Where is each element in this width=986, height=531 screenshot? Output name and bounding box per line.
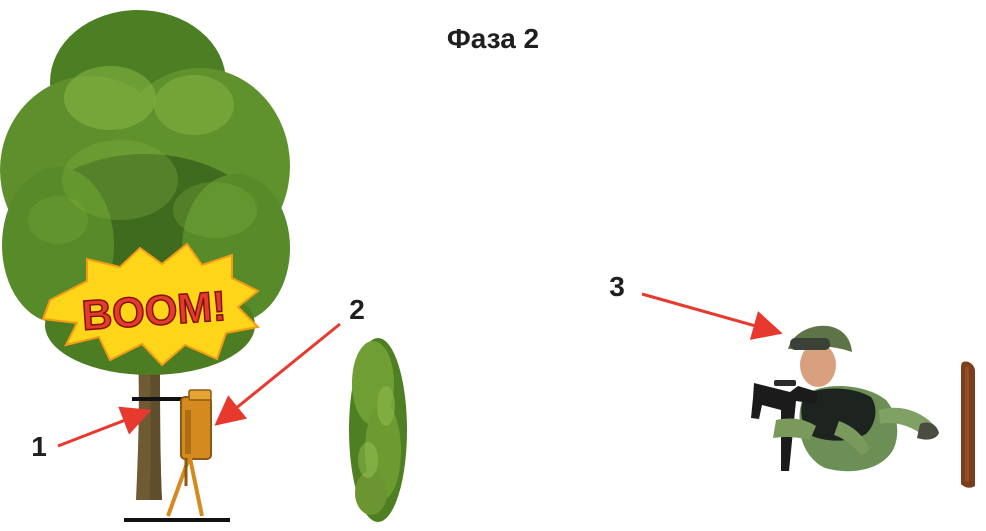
tripwire-anchor	[124, 397, 230, 522]
callout-number-2: 2	[349, 294, 365, 325]
tripod-leg-right	[188, 457, 204, 517]
ground-line	[124, 518, 230, 522]
explosion: BOOM!	[41, 242, 261, 367]
soldier-arm-right	[834, 421, 870, 456]
soldier-arm	[773, 418, 816, 440]
soldier-boot	[917, 422, 939, 440]
device-panel	[185, 410, 191, 454]
device-top	[188, 389, 212, 401]
callout-arrow-1	[57, 406, 152, 448]
page-title: Фаза 2	[447, 23, 539, 54]
device-on-tripod	[166, 389, 212, 517]
callout-number-3: 3	[609, 271, 625, 302]
callout-arrow-3	[641, 292, 783, 340]
callout-arrow-2	[214, 322, 341, 426]
stake	[961, 361, 975, 488]
soldier-face	[800, 343, 836, 387]
explosion-burst	[41, 242, 261, 367]
tree-trunk-shadow	[150, 356, 162, 500]
soldier-scope	[774, 380, 796, 386]
hedge	[349, 338, 407, 522]
anchor-bar	[132, 397, 190, 401]
soldier	[751, 325, 939, 472]
callouts: 1 2 3	[31, 271, 783, 462]
soldier-goggles	[790, 338, 830, 350]
soldier-vest	[801, 388, 876, 441]
stake-highlight	[965, 366, 969, 482]
explosion-label: BOOM!	[80, 282, 228, 339]
callout-number-1: 1	[31, 431, 47, 462]
